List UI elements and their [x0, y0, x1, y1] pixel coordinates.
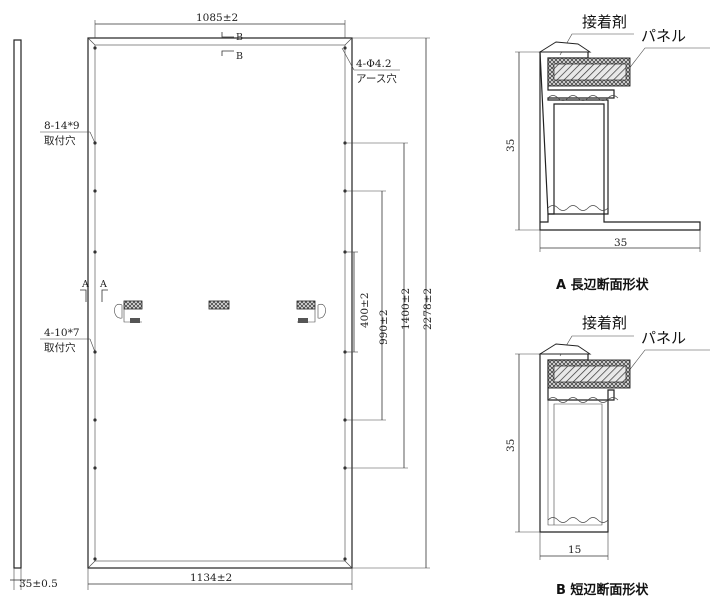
- section-a-caption: A 長辺断面形状: [556, 277, 650, 293]
- mount-hole-bottom-label: 取付穴: [44, 341, 76, 354]
- section-b-panel-label: パネル: [641, 329, 686, 347]
- section-a-width-label: 35: [614, 237, 627, 249]
- section-b-width-label: 15: [568, 544, 581, 556]
- dim-2278-label: 2278±2: [422, 288, 434, 330]
- top-width-label: 1085±2: [196, 12, 238, 24]
- mount-hole-top-label: 取付穴: [44, 134, 76, 147]
- side-thickness-label: 35±0.5: [19, 578, 58, 590]
- section-b-mark-bottom: B: [236, 51, 243, 62]
- section-b-height-label: 35: [505, 439, 517, 452]
- mounting-holes-right: [343, 46, 347, 561]
- section-a-panel-label: パネル: [641, 27, 686, 45]
- section-a: 接着剤 パネル 35 35 A 長辺断面形状: [505, 13, 710, 293]
- front-view: 1085±2 B B 4-Φ4.2 アース穴 8-14*9 取付穴 A A 4-…: [40, 12, 434, 590]
- junction-box-left: [114, 300, 143, 323]
- module-frame-inner: [94, 44, 346, 562]
- section-a-adhesive-label: 接着剤: [582, 13, 627, 31]
- dim-990-label: 990±2: [378, 309, 390, 345]
- section-b-adhesive-label: 接着剤: [582, 314, 627, 332]
- junction-box-center: [208, 300, 230, 310]
- mount-hole-top-spec: 8-14*9: [44, 120, 80, 132]
- module-frame-outer: [87, 37, 353, 569]
- section-a-profile: [539, 52, 701, 231]
- section-a-mark-left: A: [81, 279, 89, 290]
- bottom-width-label: 1134±2: [190, 572, 232, 584]
- earth-hole-spec: 4-Φ4.2: [356, 58, 392, 70]
- dim-1400-label: 1400±2: [400, 288, 412, 330]
- section-b-mark-top: B: [236, 32, 243, 43]
- section-a-height-label: 35: [505, 139, 517, 152]
- mounting-holes-left: [93, 46, 97, 561]
- side-profile: [13, 39, 22, 569]
- section-b-caption: B 短辺断面形状: [556, 582, 649, 598]
- side-view: 35±0.5: [10, 39, 58, 590]
- vertical-dimensions: 400±2 990±2 1400±2 2278±2: [345, 37, 434, 569]
- dim-400-label: 400±2: [359, 292, 371, 328]
- earth-hole-label: アース穴: [356, 72, 397, 85]
- section-b: 接着剤 パネル 35 15 B 短辺断面形状: [505, 314, 710, 598]
- section-a-mark-right: A: [99, 279, 107, 290]
- mount-hole-bottom-spec: 4-10*7: [44, 327, 80, 339]
- junction-box-right: [296, 300, 326, 323]
